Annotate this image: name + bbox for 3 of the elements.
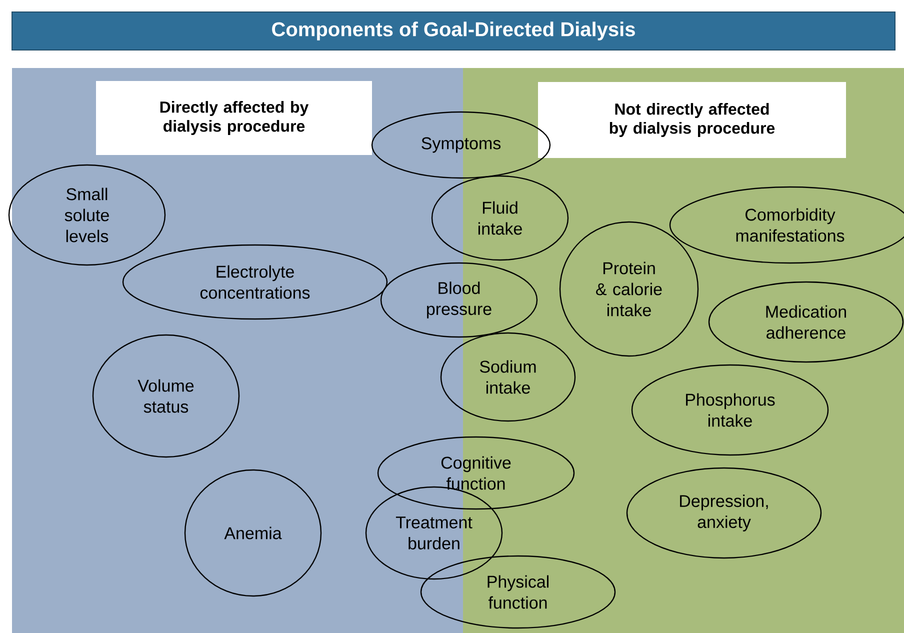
header-box: Not directly affected by dialysis procedure <box>538 82 846 158</box>
title-banner: Components of Goal-Directed Dialysis <box>12 12 896 50</box>
header-box: Directly affected by dialysis procedure <box>96 81 372 155</box>
